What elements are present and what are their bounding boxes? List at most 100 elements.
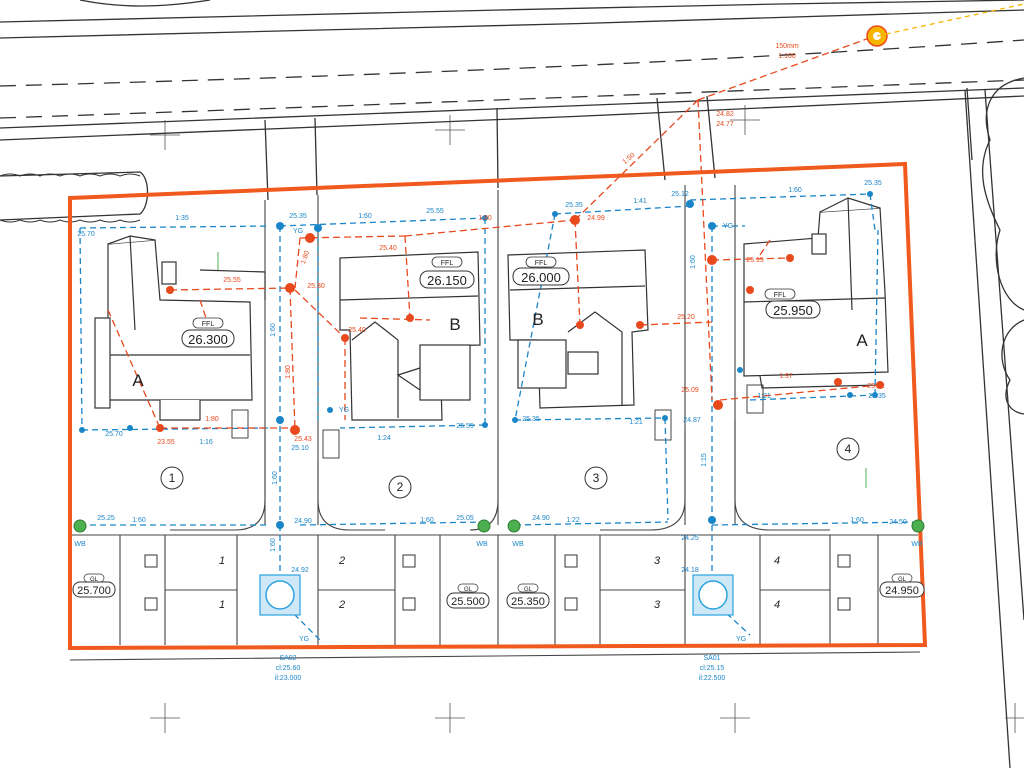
sw-gradient: 1:60 <box>358 213 372 220</box>
ffl-tag: FFL <box>441 260 454 267</box>
sw-gradient: 1:60 <box>690 255 697 269</box>
kerb-top-left <box>79 0 211 7</box>
sw-gradient: 1:21 <box>629 419 643 426</box>
foul-level: 25.22 <box>867 383 885 390</box>
house-type-label: B <box>449 315 460 334</box>
foul-level: 25.55 <box>223 277 241 284</box>
plot-number: 2 <box>397 480 404 494</box>
plot-number: 3 <box>593 471 600 485</box>
sw-level: 25.55 <box>426 208 444 215</box>
garden-curve-2-right <box>469 440 499 531</box>
sw-level: 25.05 <box>456 515 474 522</box>
road-centre-dash <box>0 39 1024 87</box>
drive-level-2: GL 25.500 <box>446 583 490 609</box>
lot-line-5 <box>706 95 716 179</box>
foul-level: 25.40 <box>379 245 397 252</box>
gl-tag: GL <box>90 577 99 583</box>
ffl-badge-plot-2: FFL 26.150 <box>419 256 475 289</box>
water-butts <box>73 519 925 533</box>
sw-level: 25.10 <box>291 445 309 452</box>
sw-gradient: 1:21 <box>757 393 771 400</box>
ffl-tag: FFL <box>774 292 787 299</box>
main-pipe-gradient: 1:100 <box>778 53 796 60</box>
surface-water-nodes <box>79 191 878 529</box>
hedge-left <box>0 171 149 221</box>
house-plot-3 <box>507 249 649 409</box>
road-edge-low <box>0 87 1024 129</box>
green-tick-marks <box>217 252 867 488</box>
road-edge-mid <box>0 9 1024 39</box>
foul-gradient: 1:80 <box>205 416 219 423</box>
verge-line-right <box>964 89 1011 768</box>
ffl-tag: FFL <box>202 321 215 328</box>
parking-number: 4 <box>774 555 780 567</box>
sw-level: 25.55 <box>456 423 474 430</box>
sw-level: 25.35 <box>522 416 540 423</box>
water-butt-icon <box>507 519 521 533</box>
soakaway-cover-level: cl:25.15 <box>700 665 725 672</box>
sw-gradient: 1:35 <box>175 215 189 222</box>
water-butt-tag: WB <box>911 541 923 548</box>
plot-number: 1 <box>169 471 176 485</box>
water-butt-tag: WB <box>74 541 86 548</box>
sw-level: 24.87 <box>683 417 701 424</box>
sw-gradient: 1:60 <box>788 187 802 194</box>
water-butt-tag: WB <box>476 541 488 548</box>
foul-level: 25.43 <box>294 436 312 443</box>
site-boundary <box>68 161 928 651</box>
ffl-value: 26.000 <box>521 270 561 285</box>
parking-number: 4 <box>774 599 780 611</box>
sw-level: 24.25 <box>681 535 699 542</box>
drive-level-3: GL 25.350 <box>506 583 550 609</box>
gl-value: 24.950 <box>885 585 919 597</box>
connection-level: 24.82 <box>716 111 734 118</box>
garden-curve-3-right <box>600 430 686 531</box>
sw-gradient: 1:60 <box>270 538 277 552</box>
sw-gradient: 1:60 <box>850 517 864 524</box>
sw-gradient: 1:16 <box>199 439 213 446</box>
lot-line-1 <box>264 119 269 201</box>
house-type-label: A <box>132 371 144 390</box>
sw-level: 25.35 <box>565 202 583 209</box>
ffl-value: 26.150 <box>427 273 467 288</box>
foul-level: 25.20 <box>677 314 695 321</box>
soakaway-ref: SA02 <box>279 655 296 662</box>
sw-level: 24.90 <box>532 515 550 522</box>
plot-linework <box>69 185 921 661</box>
parking-markers <box>144 554 851 611</box>
sw-level: 24.92 <box>291 567 309 574</box>
gl-value: 25.500 <box>451 596 485 608</box>
house-plot-2 <box>339 251 481 421</box>
gl-tag: GL <box>898 577 907 583</box>
soakaway-invert-level: il:23.000 <box>275 675 302 682</box>
foul-level: 23.55 <box>157 439 175 446</box>
sw-gradient: 1:15 <box>701 453 708 467</box>
sw-level: 25.12 <box>671 191 689 198</box>
sw-level: 25.35 <box>868 393 886 400</box>
foul-level: 25.15 <box>746 257 764 264</box>
parking-number: 1 <box>219 555 225 567</box>
sw-level: 25.25 <box>97 515 115 522</box>
gl-value: 25.350 <box>511 596 545 608</box>
house-plot-4 <box>743 197 889 389</box>
gl-tag: GL <box>524 587 533 593</box>
gully-tag: YG <box>723 223 733 230</box>
water-butt-tag: WB <box>512 541 524 548</box>
lot-line-6 <box>966 87 973 161</box>
ffl-badge-plot-4: FFL 25.950 <box>764 288 821 319</box>
plot-number: 4 <box>845 442 852 456</box>
surface-water-network <box>79 193 919 641</box>
foul-gradient: 1:80 <box>300 250 311 265</box>
lot-line-2 <box>314 117 318 196</box>
foul-level: 25.30 <box>307 283 325 290</box>
drive-level-1: GL 25.700 <box>72 573 116 598</box>
foul-level: 25.40 <box>348 327 366 334</box>
lot-line-3 <box>496 107 499 189</box>
water-butt-icon <box>73 519 87 533</box>
ffl-badge-plot-1: FFL 26.300 <box>181 317 235 348</box>
verge-line-right-2 <box>984 89 1024 621</box>
house-type-label: A <box>856 331 868 350</box>
grid-crosses <box>150 105 1024 733</box>
